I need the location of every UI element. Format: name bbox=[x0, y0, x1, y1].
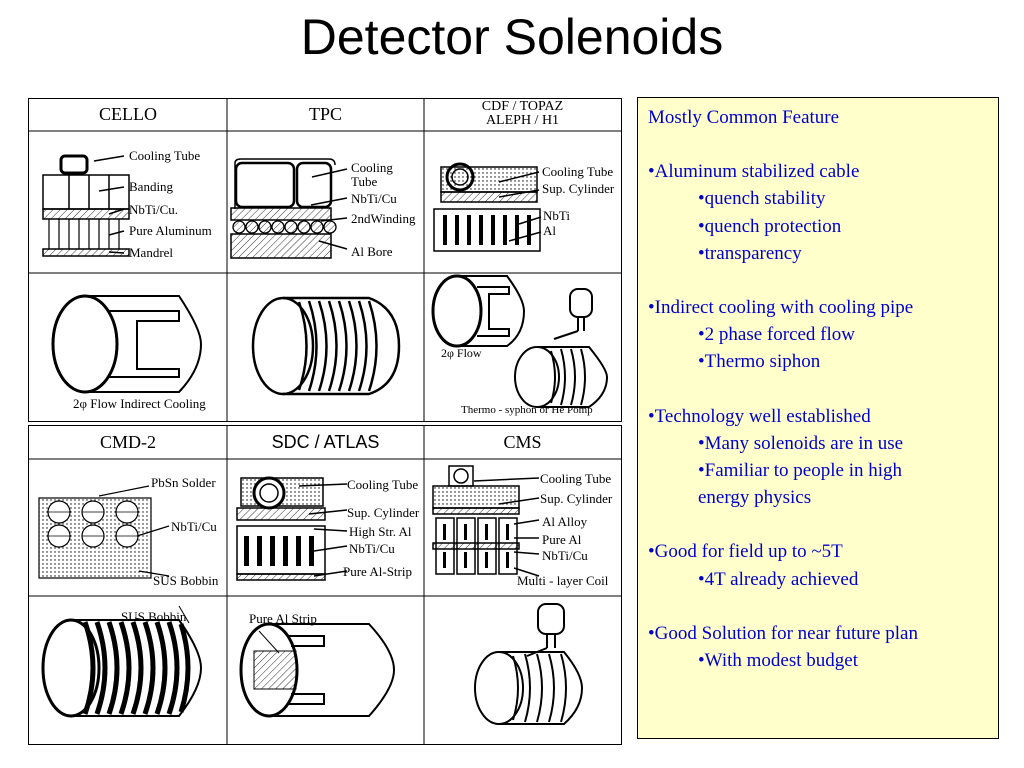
top-solenoid-table: CELLO TPC CDF / TOPAZ ALEPH / H1 Cooling… bbox=[28, 98, 622, 422]
sdc-label-sup-cylinder: Sup. Cylinder bbox=[347, 505, 420, 520]
bottom-solenoid-table: CMD-2 SDC / ATLAS CMS PbSn Solder NbTi/C… bbox=[28, 425, 622, 745]
cdf-flow-label: 2φ Flow bbox=[441, 346, 482, 360]
notes-heading: Mostly Common Feature bbox=[648, 107, 840, 128]
slide-title: Detector Solenoids bbox=[300, 9, 724, 65]
note-aluminum-cable: •Aluminum stabilized cable bbox=[648, 161, 860, 183]
cms-label-nbti-cu: NbTi/Cu bbox=[542, 548, 588, 563]
cms-label-multi-layer-coil: Multi - layer Coil bbox=[517, 573, 609, 588]
note-many-solenoids: •Many solenoids are in use bbox=[698, 432, 904, 454]
note-technology-established: •Technology well established bbox=[648, 405, 871, 427]
header-cmd2: CMD-2 bbox=[99, 432, 156, 452]
bottom-grid-drawing bbox=[29, 426, 621, 744]
cmd2-label-sus-bobbin: SUS Bobbin bbox=[153, 573, 219, 588]
note-thermo-siphon: •Thermo siphon bbox=[698, 351, 821, 373]
cmd2-label-pbsn-solder: PbSn Solder bbox=[151, 475, 216, 490]
cello-cross-section bbox=[42, 154, 130, 257]
sdc-label-high-str-al: High Str. Al bbox=[349, 524, 412, 539]
cdf-label-nbti: NbTi bbox=[543, 208, 570, 223]
sdc-bottom-label-pure-al-strip: Pure Al Strip bbox=[249, 611, 317, 626]
sdc-solenoid-drawing bbox=[239, 622, 396, 718]
note-field-5t: •Good for field up to ~5T bbox=[648, 541, 843, 563]
note-familiar-people: •Familiar to people in high bbox=[698, 460, 903, 482]
features-notes-panel: Mostly Common Feature •Aluminum stabiliz… bbox=[637, 97, 999, 739]
tpc-label-2nd-winding: 2ndWinding bbox=[351, 211, 416, 226]
tpc-label-nbti-cu: NbTi/Cu bbox=[351, 191, 397, 206]
header-cello: CELLO bbox=[99, 104, 157, 124]
sdc-cross-section bbox=[236, 476, 348, 581]
header-sdc-atlas: SDC / ATLAS bbox=[271, 432, 380, 452]
tpc-cross-section bbox=[230, 158, 348, 259]
cmd2-bottom-label-sus-bobbin: SUS Bobbin bbox=[121, 609, 187, 624]
cms-cross-section bbox=[432, 465, 540, 577]
tpc-label-al-bore: Al Bore bbox=[351, 244, 393, 259]
cello-label-mandrel: Mandrel bbox=[129, 245, 174, 260]
note-2-phase-flow: •2 phase forced flow bbox=[698, 324, 856, 346]
cello-label-nbti-cu: NbTi/Cu. bbox=[129, 202, 179, 217]
cmd2-solenoid-drawing bbox=[41, 605, 203, 718]
cms-label-al-alloy: Al Alloy bbox=[542, 514, 588, 529]
cms-label-cooling-tube: Cooling Tube bbox=[540, 471, 612, 486]
cdf-solenoid-drawing bbox=[431, 274, 609, 408]
cmd2-cross-section bbox=[38, 485, 170, 579]
note-indirect-cooling: •Indirect cooling with cooling pipe bbox=[648, 297, 914, 319]
note-quench-protection: •quench protection bbox=[698, 215, 842, 237]
tpc-label-cooling-tube: Cooling Tube bbox=[351, 160, 393, 189]
note-transparency: •transparency bbox=[698, 242, 802, 264]
cello-label-cooling-tube: Cooling Tube bbox=[129, 148, 201, 163]
note-good-solution: •Good Solution for near future plan bbox=[648, 622, 918, 644]
cms-solenoid-drawing bbox=[474, 603, 584, 725]
header-tpc: TPC bbox=[308, 104, 342, 124]
note-energy-physics: energy physics bbox=[698, 487, 812, 509]
header-aleph-h1: ALEPH / H1 bbox=[485, 113, 560, 128]
note-4t-achieved: •4T already achieved bbox=[698, 568, 859, 590]
header-cdf-topaz: CDF / TOPAZ bbox=[481, 99, 564, 114]
cdf-label-al: Al bbox=[543, 223, 556, 238]
cdf-cross-section bbox=[433, 162, 542, 252]
note-quench-stability: •quench stability bbox=[698, 188, 826, 210]
cdf-label-cooling-tube: Cooling Tube bbox=[542, 164, 614, 179]
cms-label-pure-al: Pure Al bbox=[542, 532, 582, 547]
cmd2-label-nbti-cu: NbTi/Cu bbox=[171, 519, 217, 534]
cello-label-pure-aluminum: Pure Aluminum bbox=[129, 223, 212, 238]
sdc-label-nbti-cu: NbTi/Cu bbox=[349, 541, 395, 556]
cello-label-banding: Banding bbox=[129, 179, 174, 194]
cello-solenoid-drawing bbox=[51, 294, 203, 394]
cms-label-sup-cylinder: Sup. Cylinder bbox=[540, 491, 613, 506]
tpc-solenoid-drawing bbox=[251, 296, 401, 396]
sdc-label-cooling-tube: Cooling Tube bbox=[347, 477, 419, 492]
sdc-label-pure-al-strip: Pure Al-Strip bbox=[343, 564, 412, 579]
top-grid-drawing bbox=[29, 99, 621, 421]
cdf-bottom-caption: Thermo - syphon or He Pomp bbox=[461, 404, 593, 416]
header-cms: CMS bbox=[503, 432, 542, 452]
cello-bottom-caption: 2φ Flow Indirect Cooling bbox=[73, 396, 206, 411]
note-modest-budget: •With modest budget bbox=[698, 650, 858, 672]
cdf-label-sup-cylinder: Sup. Cylinder bbox=[542, 181, 615, 196]
